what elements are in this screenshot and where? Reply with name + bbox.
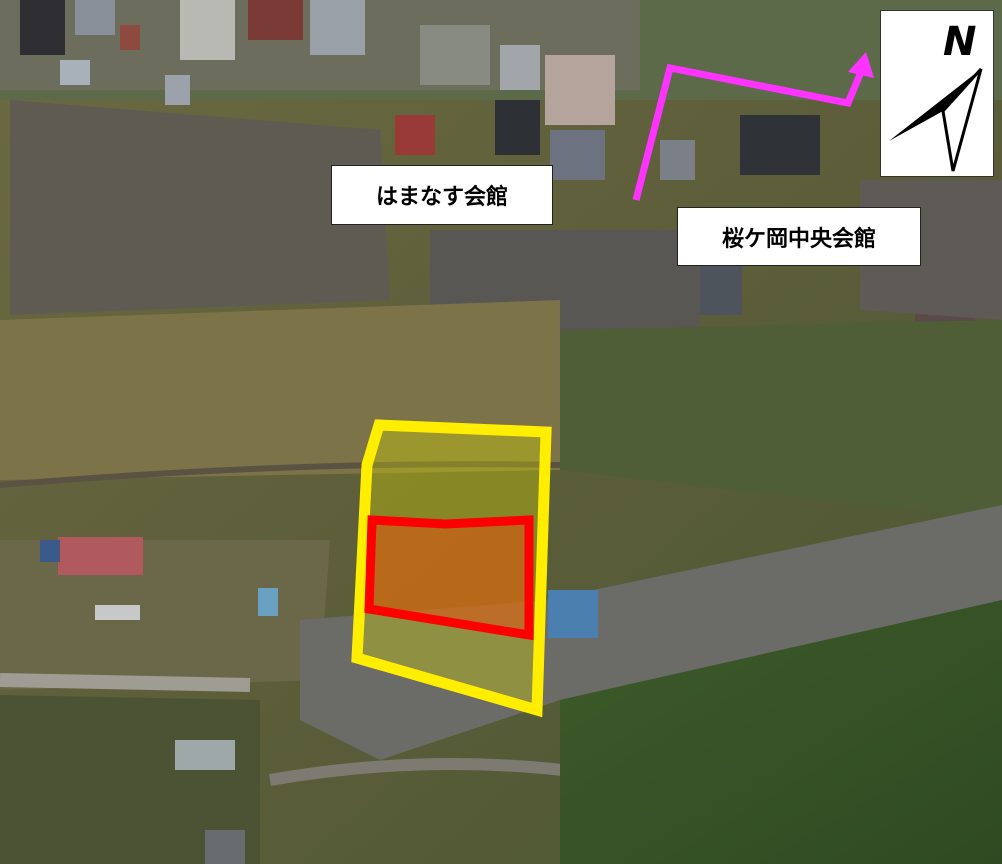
label-hamanasu-hall: はまなす会館 (331, 165, 553, 225)
north-arrow-icon: N (880, 10, 994, 177)
route-line (632, 58, 870, 201)
north-letter: N (943, 19, 976, 65)
label-sakuragaoka-hall: 桜ケ岡中央会館 (677, 207, 921, 266)
buildings (20, 0, 975, 355)
inner-area-outline (364, 515, 534, 641)
